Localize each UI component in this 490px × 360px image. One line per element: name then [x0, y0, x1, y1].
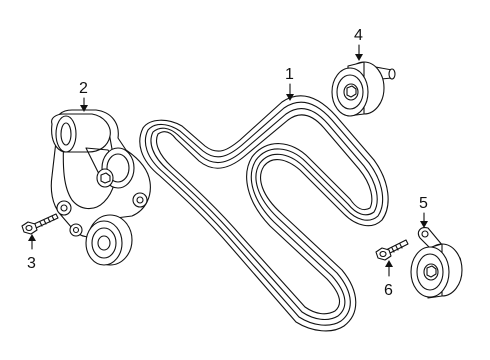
callout-2: 2 [79, 80, 88, 112]
callout-number: 6 [384, 282, 393, 299]
callout-number: 5 [419, 195, 428, 212]
idler-pulley[interactable] [331, 61, 396, 117]
serpentine-belt[interactable] [139, 95, 389, 332]
callout-number: 1 [285, 66, 294, 83]
callout-3: 3 [27, 234, 36, 272]
callout-6: 6 [384, 260, 393, 299]
idler-bolt[interactable] [375, 239, 409, 261]
callout-1: 1 [285, 66, 294, 101]
callout-number: 4 [354, 27, 363, 44]
callout-5: 5 [419, 195, 428, 228]
tensioner-bolt[interactable] [21, 213, 59, 235]
callout-4: 4 [354, 27, 363, 61]
belt-tensioner[interactable] [50, 109, 151, 266]
callout-number: 2 [79, 80, 88, 97]
callout-number: 3 [27, 255, 36, 272]
idler-pulley-lower[interactable] [410, 227, 463, 299]
